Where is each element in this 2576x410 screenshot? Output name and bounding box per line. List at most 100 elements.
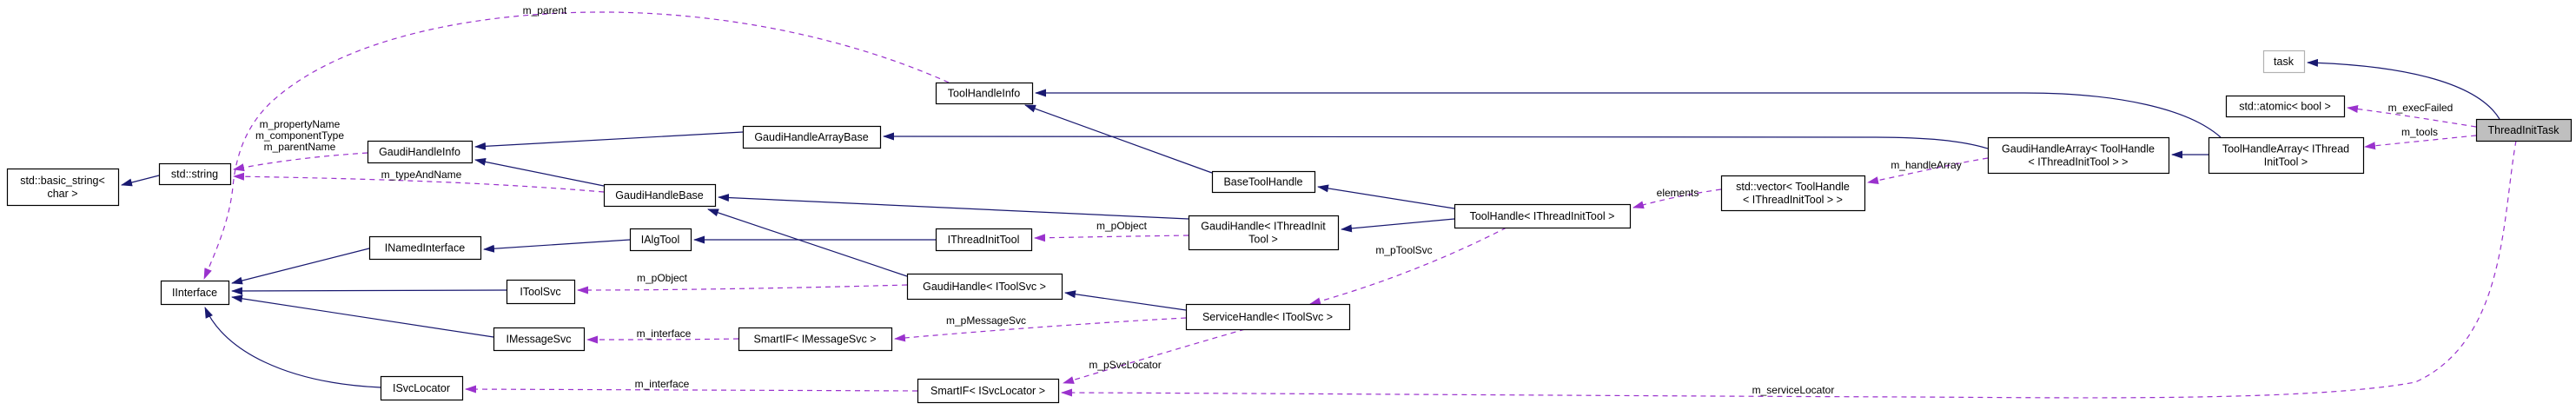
edge-label-m-pobject-1: m_pObject: [637, 272, 688, 284]
class-node-gaudi-handle-itoolsvc[interactable]: GaudiHandle< IToolSvc >: [906, 273, 1063, 301]
class-node-itool-svc[interactable]: IToolSvc: [506, 279, 576, 305]
class-node-label-imessage-svc: IMessageSvc: [506, 334, 571, 346]
edge-m-execfailed-edge-usage-edge: [2347, 105, 2477, 128]
class-node-label-std-atomic-bool: std::atomic< bool >: [2239, 101, 2331, 113]
edge-servicehandle-to-gaudihandleitoolsvc-inheritance-edge: [1064, 290, 1187, 311]
class-node-inamed-interface[interactable]: INamedInterface: [368, 235, 482, 261]
edge-label-m-parentname: m_parentName: [264, 141, 336, 153]
class-node-box-ialg-tool: [629, 228, 692, 252]
class-node-label-inamed-interface: INamedInterface: [385, 242, 465, 255]
edge-elements-edge-usage-edge: [1632, 188, 1722, 209]
class-node-label-gaudi-handle-base: GaudiHandleBase: [615, 189, 704, 202]
class-node-box-task: [2262, 50, 2306, 74]
class-node-box-tool-handle-array: [2208, 136, 2365, 175]
edge-label-elements: elements: [1657, 187, 1699, 199]
class-node-base-tool-handle[interactable]: BaseToolHandle: [1211, 170, 1316, 194]
class-node-box-gaudi-handle-array: [1987, 136, 2170, 175]
class-node-box-gaudi-handle-itoolsvc: [906, 273, 1063, 301]
class-node-smartif-imessagesvc[interactable]: SmartIF< IMessageSvc >: [738, 327, 893, 352]
class-node-box-std-basic-string: [6, 168, 120, 207]
class-node-box-smartif-imessagesvc: [738, 327, 893, 352]
class-node-smartif-isvclocator[interactable]: SmartIF< ISvcLocator >: [917, 378, 1060, 404]
class-node-box-inamed-interface: [368, 235, 482, 261]
class-node-gaudi-handle-base[interactable]: GaudiHandleBase: [603, 183, 717, 208]
class-node-gaudi-handle-ithreadinittool[interactable]: GaudiHandle< IThreadInitTool >: [1188, 215, 1340, 251]
class-node-std-basic-string[interactable]: std::basic_string<char >: [6, 168, 120, 207]
edge-label-m-execfailed: m_execFailed: [2388, 102, 2453, 114]
class-node-label-gaudi-handle-info: GaudiHandleInfo: [379, 146, 460, 158]
class-node-ialg-tool[interactable]: IAlgTool: [629, 228, 692, 252]
class-node-gaudi-handle-info[interactable]: GaudiHandleInfo: [367, 140, 473, 164]
class-node-gaudi-handle-array[interactable]: GaudiHandleArray< ToolHandle< IThreadIni…: [1987, 136, 2170, 175]
edge-label-m-typeandname: m_typeAndName: [381, 169, 462, 181]
class-node-box-tool-handle-info: [935, 82, 1034, 105]
class-node-ithread-init-tool[interactable]: IThreadInitTool: [935, 228, 1033, 252]
class-node-box-thread-init-task: [2475, 118, 2573, 142]
class-node-std-atomic-bool[interactable]: std::atomic< bool >: [2225, 95, 2346, 118]
edge-m-tools-edge-usage-edge: [2364, 135, 2477, 150]
class-node-label-std-vector-line2: < IThreadInitTool > >: [1743, 194, 1843, 206]
class-node-box-std-string: [158, 162, 232, 186]
class-node-std-vector[interactable]: std::vector< ToolHandle< IThreadInitTool…: [1720, 175, 1866, 212]
edge-ialgtool-to-inamedinterface-inheritance-edge: [483, 239, 631, 253]
edge-m-psvclocator-edge-usage-edge: [1063, 328, 1246, 384]
class-node-label-std-basic-string-line2: char >: [47, 188, 77, 200]
edge-label-m-propertyname: m_propertyName: [260, 118, 341, 130]
edge-arraybase-to-handleinfo-inheritance-edge: [474, 131, 744, 150]
class-node-box-base-tool-handle: [1211, 170, 1316, 194]
class-node-label-ithread-init-tool: IThreadInitTool: [948, 234, 1020, 246]
edge-m-handlearray-edge-usage-edge: [1867, 157, 1989, 185]
edge-toolhandle-to-basetoolhandle-inheritance-edge: [1317, 184, 1455, 209]
edge-itoolsvc-to-iinterface-inheritance-edge: [231, 287, 507, 295]
class-node-gaudi-handle-array-base[interactable]: GaudiHandleArrayBase: [742, 125, 882, 149]
edge-toolhandle-to-gaudihandleithread-inheritance-edge: [1341, 218, 1455, 233]
class-node-label-std-vector-line1: std::vector< ToolHandle: [1736, 181, 1850, 193]
class-node-label-task: task: [2274, 56, 2295, 68]
class-node-box-gaudi-handle-ithreadinittool: [1188, 215, 1340, 251]
class-node-tool-handle-ithreadinittool[interactable]: ToolHandle< IThreadInitTool >: [1454, 203, 1632, 229]
class-node-label-gaudi-handle-ithreadinittool-line2: Tool >: [1248, 234, 1278, 246]
edge-label-m-componenttype: m_componentType: [255, 129, 344, 142]
edge-label-m-psvclocator: m_pSvcLocator: [1089, 359, 1161, 371]
edge-string-to-basicstring-inheritance-edge: [121, 175, 160, 187]
class-node-box-gaudi-handle-array-base: [742, 125, 882, 149]
edge-m-typeandname-edge-usage-edge: [233, 172, 605, 193]
class-node-std-string[interactable]: std::string: [158, 162, 232, 186]
class-node-tool-handle-array[interactable]: ToolHandleArray< IThreadInitTool >: [2208, 136, 2365, 175]
edge-label-m-pmessagesvc: m_pMessageSvc: [946, 314, 1026, 327]
class-node-box-imessage-svc: [493, 327, 586, 352]
class-node-tool-handle-info[interactable]: ToolHandleInfo: [935, 82, 1034, 105]
edge-handlebase-to-handleinfo-inheritance-edge: [474, 157, 605, 187]
edge-label-m-parent: m_parent: [523, 4, 567, 17]
class-node-label-base-tool-handle: BaseToolHandle: [1223, 176, 1302, 188]
edge-inamedinterface-to-iinterface-inheritance-edge: [231, 248, 370, 285]
class-node-imessage-svc[interactable]: IMessageSvc: [493, 327, 586, 352]
class-node-label-iinterface: IInterface: [172, 287, 217, 299]
class-node-label-std-string: std::string: [171, 169, 218, 181]
edge-m-interface-msg-edge-usage-edge: [586, 335, 739, 344]
class-node-box-gaudi-handle-base: [603, 183, 717, 208]
class-node-box-itool-svc: [506, 279, 576, 305]
class-node-service-handle-itoolsvc[interactable]: ServiceHandle< IToolSvc >: [1185, 303, 1351, 331]
class-node-box-std-vector: [1720, 175, 1866, 212]
edge-handlearray-to-arraybase-inheritance-edge: [883, 132, 1989, 149]
edge-m-pobject-itoolsvc-edge-usage-edge: [577, 284, 908, 294]
edge-handleithread-to-handlebase-inheritance-edge: [718, 194, 1189, 220]
edge-isvclocator-to-iinterface-inheritance-edge: [204, 307, 381, 388]
class-node-iinterface[interactable]: IInterface: [160, 280, 230, 306]
class-node-label-isvc-locator: ISvcLocator: [393, 382, 450, 394]
class-node-isvc-locator[interactable]: ISvcLocator: [380, 375, 464, 401]
class-node-box-ithread-init-tool: [935, 228, 1033, 252]
class-node-label-itool-svc: IToolSvc: [520, 286, 560, 298]
class-node-label-gaudi-handle-array-base: GaudiHandleArrayBase: [754, 131, 868, 143]
edge-m-servicelocator-edge-usage-edge: [1061, 140, 2517, 399]
class-node-label-std-basic-string-line1: std::basic_string<: [20, 175, 105, 187]
class-node-label-thread-init-task: ThreadInitTask: [2488, 124, 2560, 136]
class-node-box-isvc-locator: [380, 375, 464, 401]
class-node-label-service-handle-itoolsvc: ServiceHandle< IToolSvc >: [1202, 311, 1333, 323]
class-node-box-gaudi-handle-info: [367, 140, 473, 164]
class-node-label-gaudi-handle-array-line2: < IThreadInitTool > >: [2028, 156, 2128, 169]
edge-label-m-handlearray: m_handleArray: [1891, 159, 1961, 171]
edge-label-m-tools: m_tools: [2401, 126, 2438, 138]
class-node-label-gaudi-handle-itoolsvc: GaudiHandle< IToolSvc >: [923, 281, 1046, 293]
